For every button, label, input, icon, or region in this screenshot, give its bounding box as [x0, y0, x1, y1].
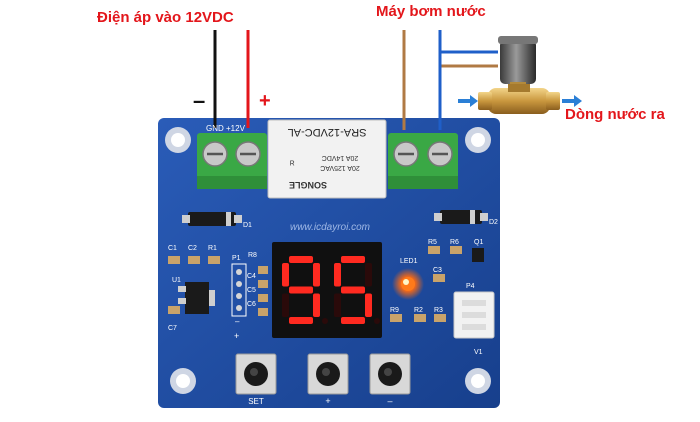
segment-2-g	[341, 286, 365, 294]
terminal-block-power: GND +12V	[197, 124, 267, 189]
relay-brand: SONGLE	[289, 180, 327, 190]
right-components: R5 R6 Q1 C3 R9 R2 R3 P4 V1	[390, 239, 495, 356]
silk-q1: Q1	[474, 239, 483, 246]
segment-2-f	[334, 263, 341, 287]
valve-port-right	[546, 92, 560, 110]
relay-model: SRA-12VDC-AL	[288, 126, 367, 138]
segment-2-c	[365, 293, 372, 317]
relay: SRA-12VDC-AL 20A 14VDC 20A 125VAC SONGLE…	[267, 119, 387, 199]
flow-arrows	[458, 95, 582, 107]
header-p1: P1 – +	[231, 255, 247, 341]
silk-p4: P4	[466, 283, 475, 290]
mounting-hole-top-right	[465, 127, 491, 153]
silk-pin-minus: –	[235, 317, 240, 326]
button-set-label: SET	[248, 397, 264, 406]
flow-in-arrow	[458, 95, 478, 107]
silk-u1: U1	[172, 277, 181, 284]
transistor-q1	[472, 248, 484, 262]
valve-body	[488, 88, 550, 114]
segment-2-dp	[374, 318, 380, 324]
button-plus[interactable]: +	[307, 353, 349, 406]
silk-c4: C4	[247, 273, 256, 280]
segment-1-f	[282, 263, 289, 287]
valve-coil	[500, 40, 536, 84]
silk-r6: R6	[450, 239, 459, 246]
mounting-hole-top-left	[165, 127, 191, 153]
button-minus-label: –	[387, 396, 392, 406]
silk-c3: C3	[433, 267, 442, 274]
screw-terminal-gnd[interactable]	[202, 141, 228, 167]
relay-rating-1: 20A 14VDC	[322, 154, 359, 161]
terminal-label-power: GND +12V	[206, 124, 246, 133]
silk-c1: C1	[168, 245, 177, 252]
segment-2-d	[341, 317, 365, 324]
screw-terminal-load-2[interactable]	[427, 141, 453, 167]
diode-d1: D1	[182, 212, 252, 229]
silk-r1: R1	[208, 245, 217, 252]
diode-d2: D2	[434, 210, 498, 226]
silk-v1: V1	[474, 349, 483, 356]
segment-2-b	[365, 263, 372, 287]
valve-cap	[498, 36, 538, 44]
wire-blue	[438, 30, 498, 54]
led1: LED1	[392, 258, 424, 300]
solenoid-valve	[478, 36, 560, 114]
button-plus-label: +	[325, 396, 330, 406]
silk-pin-plus: +	[234, 331, 239, 341]
silk-r5: R5	[428, 239, 437, 246]
silk-p1: P1	[232, 255, 241, 262]
screw-terminal-12v[interactable]	[235, 141, 261, 167]
seven-segment-display	[272, 242, 382, 338]
label-plus-sign: +	[259, 90, 271, 112]
button-minus[interactable]: –	[369, 353, 411, 406]
left-components: C1 C2 R1 C7 U1 P1 – + R8 C4 C5 C6	[168, 245, 268, 341]
label-minus-sign: –	[193, 88, 206, 113]
mounting-hole-bottom-left	[170, 368, 196, 394]
label-pump: Máy bơm nước	[376, 3, 486, 20]
connector-p4: P4	[453, 283, 495, 339]
terminal-block-load	[388, 133, 458, 189]
screw-terminal-load-1[interactable]	[393, 141, 419, 167]
silk-r3: R3	[434, 307, 443, 314]
segment-1-a	[289, 256, 313, 263]
valve-nut	[508, 84, 530, 92]
watermark: www.icdayroi.com	[290, 222, 370, 233]
segment-1-b	[313, 263, 320, 287]
silk-c7: C7	[168, 325, 177, 332]
segment-1-c	[313, 293, 320, 317]
silk-c6: C6	[247, 301, 256, 308]
silk-r9: R9	[390, 307, 399, 314]
push-buttons: SET + –	[235, 353, 411, 406]
segment-1-d	[289, 317, 313, 324]
silk-d1: D1	[243, 222, 252, 229]
segment-1-dp	[322, 318, 328, 324]
silk-c2: C2	[188, 245, 197, 252]
component-u1	[185, 282, 209, 314]
relay-rating-2: 20A 125VAC	[320, 164, 360, 171]
valve-port-left	[478, 92, 492, 110]
silk-c5: C5	[247, 287, 256, 294]
silk-r2: R2	[414, 307, 423, 314]
mounting-hole-bottom-right	[465, 368, 491, 394]
label-water-out: Dòng nước ra	[565, 106, 665, 123]
silk-led1: LED1	[400, 258, 418, 265]
silk-r8: R8	[248, 252, 257, 259]
button-set[interactable]: SET	[235, 353, 277, 406]
flow-out-arrow	[562, 95, 582, 107]
label-power-input: Điện áp vào 12VDC	[97, 9, 234, 26]
segment-2-a	[341, 256, 365, 263]
segment-1-e	[282, 293, 289, 317]
relay-ul-mark: ᴿ	[290, 160, 295, 171]
segment-2-e	[334, 293, 341, 317]
silk-d2: D2	[489, 219, 498, 226]
segment-1-g	[289, 286, 313, 294]
wires	[213, 30, 498, 130]
